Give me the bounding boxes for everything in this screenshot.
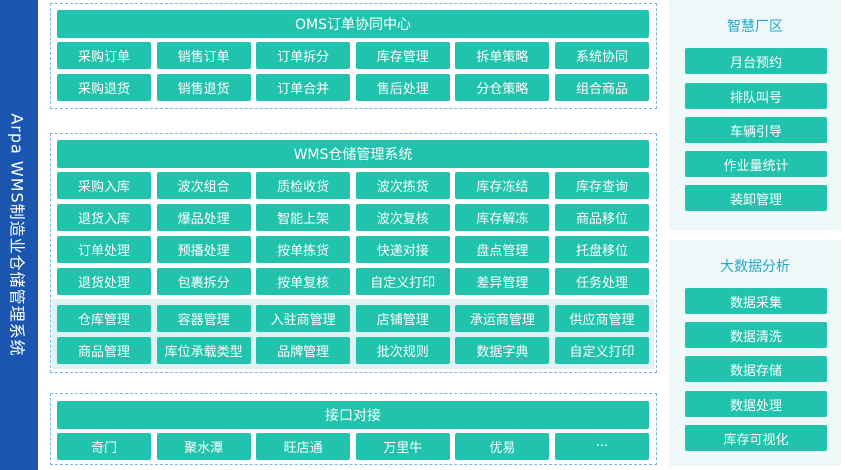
oms-item: 采购订单 [57,42,151,69]
smart-park-item: 车辆引导 [685,117,827,143]
big-data-item: 数据清洗 [685,322,827,348]
oms-item: 组合商品 [554,74,649,101]
oms-item: 拆单策略 [455,42,550,69]
oms-item: 订单合并 [256,74,351,101]
smart-park-panel: 智慧厂区 月台预约 排队叫号 车辆引导 作业量统计 装卸管理 [669,0,841,230]
sidebar [0,0,38,470]
oms-item: 订单拆分 [256,42,351,69]
big-data-item: 数据存储 [685,356,827,382]
wms-base-item: 品牌管理 [256,337,351,364]
wms-item: 订单处理 [57,236,151,263]
oms-item: 售后处理 [355,74,450,101]
smart-park-item: 月台预约 [685,48,827,74]
wms-base-item: 仓库管理 [57,305,151,332]
smart-park-item: 作业量统计 [685,151,827,177]
wms-base-item: 承运商管理 [455,305,550,332]
wms-item: 质检收货 [256,172,351,199]
interface-item: 优易 [455,433,550,460]
wms-base-panel [52,299,654,369]
smart-park-title: 智慧厂区 [727,19,783,35]
wms-item: 按单拣货 [256,236,351,263]
wms-item: 退货入库 [57,204,151,231]
wms-base-item: 入驻商管理 [256,305,351,332]
wms-item: 差异管理 [455,268,550,295]
wms-item: 快递对接 [355,236,450,263]
oms-item: 销售退货 [156,74,251,101]
wms-item: 包裹拆分 [156,268,251,295]
interface-item: 旺店通 [256,433,351,460]
interface-item: 奇门 [57,433,151,460]
wms-panel [50,133,657,373]
wms-grid: 采购入库 波次组合 质检收货 波次拣货 库存冻结 库存查询 退货入库 爆品处理 … [57,172,649,295]
wms-item: 库存查询 [554,172,649,199]
oms-grid: 采购订单 销售订单 订单拆分 库存管理 拆单策略 系统协同 采购退货 销售退货 … [57,42,649,101]
wms-item: 任务处理 [554,268,649,295]
wms-base-item: 批次规则 [355,337,450,364]
wms-item: 采购入库 [57,172,151,199]
wms-item: 退货处理 [57,268,151,295]
wms-item: 自定义打印 [355,268,450,295]
interface-item: ··· [554,433,649,460]
interface-grid: 奇门 聚水潭 旺店通 万里牛 优易 ··· [57,433,649,460]
wms-base-grid: 仓库管理 容器管理 入驻商管理 店铺管理 承运商管理 供应商管理 商品管理 库位… [57,305,649,364]
wms-base-item: 自定义打印 [554,337,649,364]
big-data-panel: 大数据分析 数据采集 数据清洗 数据存储 数据处理 库存可视化 [669,240,841,466]
oms-panel [50,3,657,109]
interface-panel [50,393,657,465]
wms-base-item: 商品管理 [57,337,151,364]
wms-item: 爆品处理 [156,204,251,231]
interface-item: 万里牛 [355,433,450,460]
oms-item: 销售订单 [156,42,251,69]
oms-item: 采购退货 [57,74,151,101]
wms-item: 库存冻结 [455,172,550,199]
wms-item: 库存解冻 [455,204,550,231]
wms-item: 波次拣货 [355,172,450,199]
oms-item: 系统协同 [554,42,649,69]
wms-base-item: 库位承载类型 [156,337,251,364]
wms-item: 商品移位 [554,204,649,231]
interface-title: 接口对接 [57,401,649,429]
oms-item: 分仓策略 [455,74,550,101]
wms-item: 智能上架 [256,204,351,231]
wms-base-item: 店铺管理 [355,305,450,332]
wms-item: 托盘移位 [554,236,649,263]
big-data-item: 数据处理 [685,391,827,417]
wms-item: 波次复核 [355,204,450,231]
wms-item: 波次组合 [156,172,251,199]
wms-base-item: 数据字典 [455,337,550,364]
wms-base-item: 供应商管理 [554,305,649,332]
wms-item: 预播处理 [156,236,251,263]
interface-item: 聚水潭 [156,433,251,460]
big-data-title: 大数据分析 [720,259,790,275]
oms-title: OMS订单协同中心 [57,10,649,38]
smart-park-item: 装卸管理 [685,185,827,211]
oms-item: 库存管理 [355,42,450,69]
sidebar-title: Arpa WMS制造业仓储管理系统 [8,113,28,357]
wms-item: 按单复核 [256,268,351,295]
wms-base-item: 容器管理 [156,305,251,332]
big-data-item: 库存可视化 [685,425,827,451]
big-data-item: 数据采集 [685,288,827,314]
smart-park-item: 排队叫号 [685,83,827,109]
wms-item: 盘点管理 [455,236,550,263]
wms-title: WMS仓储管理系统 [57,140,649,168]
